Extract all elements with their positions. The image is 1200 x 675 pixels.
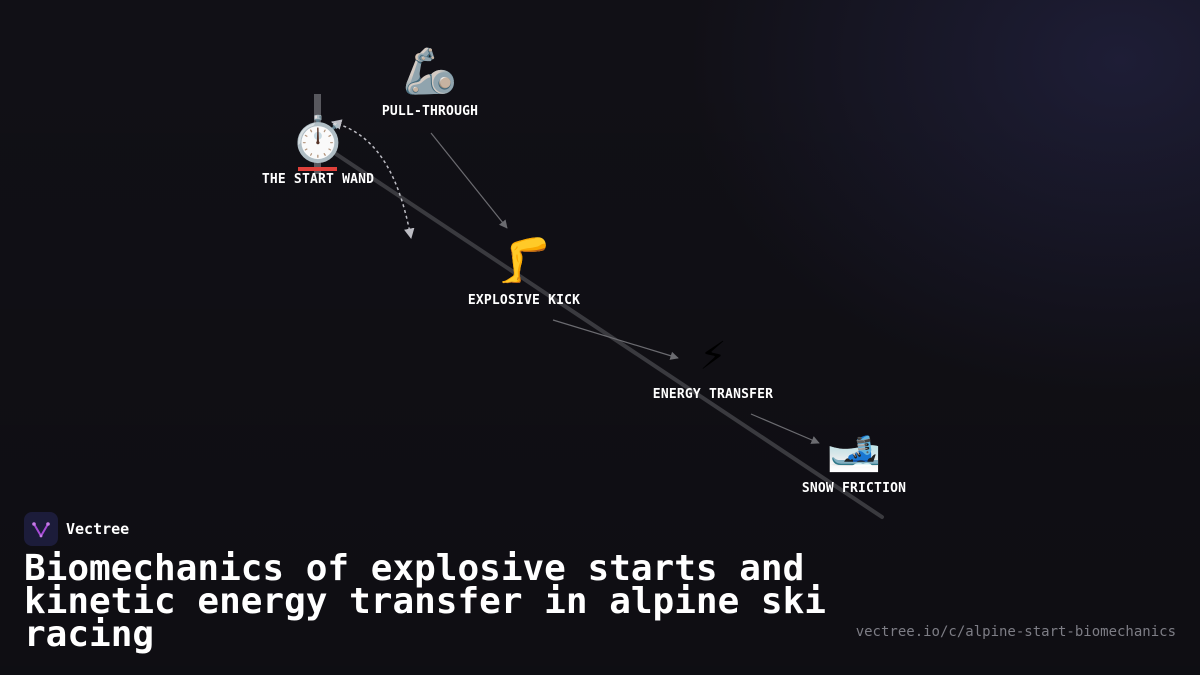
flexed-arm-icon: 🦾 bbox=[402, 46, 458, 97]
lightning-icon: ⚡ bbox=[699, 329, 727, 380]
node-label-energy-transfer: ENERGY TRANSFER bbox=[652, 387, 774, 402]
node-label-explosive-kick: EXPLOSIVE KICK bbox=[467, 293, 581, 308]
node-start-wand: ⏱️ THE START WAND bbox=[262, 114, 374, 187]
transfer-to-friction-arrow bbox=[750, 413, 820, 444]
skier-icon: 🎿 bbox=[826, 423, 882, 474]
node-pull-through: 🦾 PULL-THROUGH bbox=[382, 46, 478, 119]
stopwatch-icon: ⏱️ bbox=[290, 114, 346, 165]
slope-trajectory-line bbox=[316, 140, 884, 519]
node-label-pull-through: PULL-THROUGH bbox=[381, 104, 479, 119]
start-gate-post bbox=[314, 94, 321, 174]
node-snow-friction: 🎿 SNOW FRICTION bbox=[802, 423, 906, 496]
start-gate-base bbox=[298, 167, 337, 171]
node-label-snow-friction: SNOW FRICTION bbox=[801, 481, 907, 496]
brand[interactable]: Vectree bbox=[24, 512, 129, 546]
node-energy-transfer: ⚡ ENERGY TRANSFER bbox=[653, 329, 773, 402]
wand-to-kick-dashed-arrow bbox=[330, 119, 415, 240]
page-title: Biomechanics of explosive starts and kin… bbox=[24, 548, 826, 655]
vectree-logo-icon bbox=[24, 512, 58, 546]
page-url[interactable]: vectree.io/c/alpine-start-biomechanics bbox=[855, 624, 1176, 640]
leg-icon: 🦵 bbox=[496, 235, 552, 286]
pull-to-kick-arrow bbox=[430, 132, 508, 229]
node-label-start-wand: THE START WAND bbox=[261, 172, 375, 187]
node-explosive-kick: 🦵 EXPLOSIVE KICK bbox=[468, 235, 580, 308]
kick-to-transfer-arrow bbox=[552, 319, 679, 360]
brand-name: Vectree bbox=[66, 520, 130, 538]
